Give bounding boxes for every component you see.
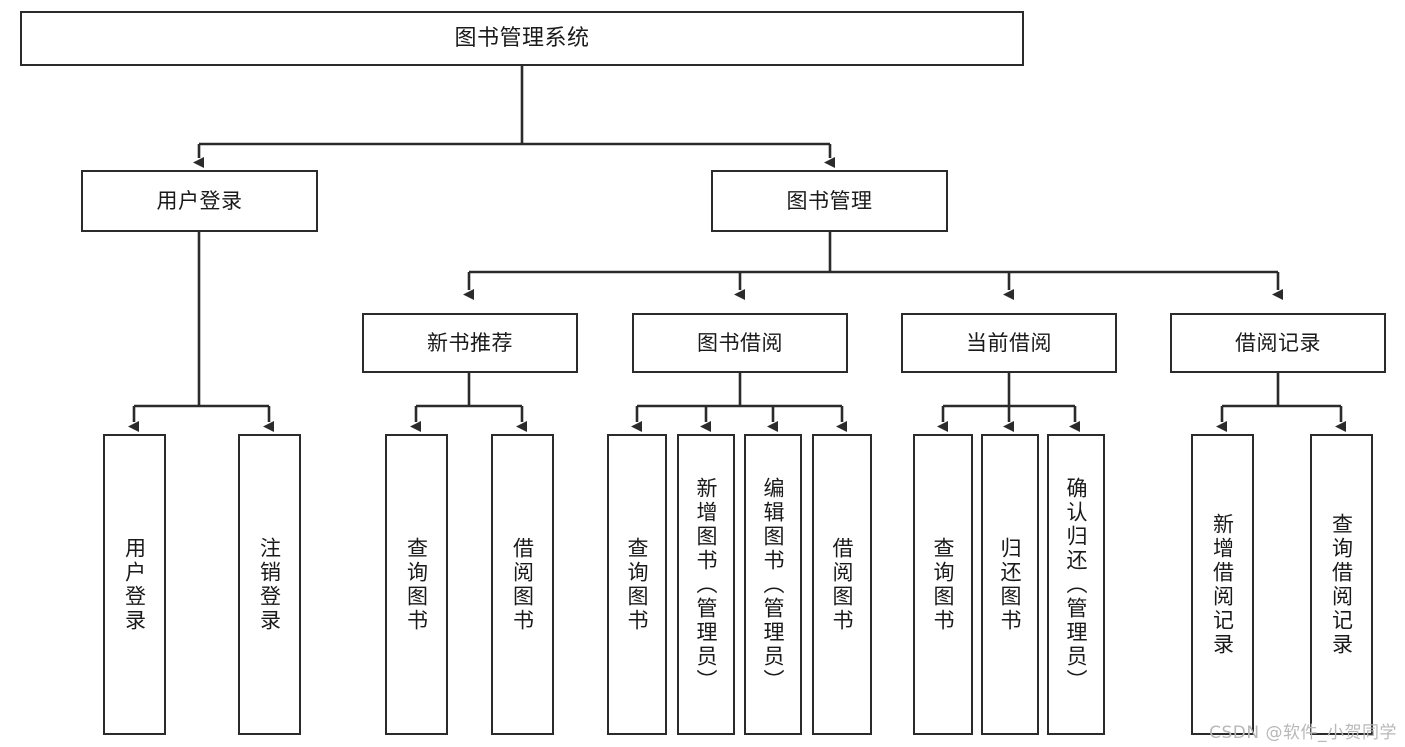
leaf-confirm-return-admin[interactable]: 确认归还（管理员） xyxy=(1047,434,1105,735)
node-label: 查询图书 xyxy=(931,536,956,633)
node-user-login[interactable]: 用户登录 xyxy=(81,170,318,232)
node-label: 注销登录 xyxy=(257,536,282,633)
node-label: 用户登录 xyxy=(156,188,243,213)
node-label: 新增借阅记录 xyxy=(1210,512,1235,657)
node-label: 查询图书 xyxy=(404,536,429,633)
node-label: 归还图书 xyxy=(998,536,1023,633)
node-label: 借阅图书 xyxy=(510,536,535,633)
node-label: 编辑图书（管理员） xyxy=(761,476,786,693)
leaf-borrow-book[interactable]: 借阅图书 xyxy=(812,434,872,735)
leaf-query-borrow-record[interactable]: 查询借阅记录 xyxy=(1310,434,1373,735)
node-borrow-record[interactable]: 借阅记录 xyxy=(1170,313,1386,373)
node-label: 新增图书（管理员） xyxy=(694,476,719,693)
node-label: 用户登录 xyxy=(122,536,147,633)
node-label: 查询图书 xyxy=(625,536,650,633)
node-new-book-recommend[interactable]: 新书推荐 xyxy=(362,313,578,373)
leaf-borrow-book-recommend[interactable]: 借阅图书 xyxy=(491,434,554,735)
leaf-edit-book-admin[interactable]: 编辑图书（管理员） xyxy=(744,434,802,735)
node-label: 确认归还（管理员） xyxy=(1064,476,1089,693)
node-label: 图书借阅 xyxy=(697,330,783,355)
node-book-management[interactable]: 图书管理 xyxy=(711,170,948,232)
node-label: 借阅记录 xyxy=(1235,330,1321,355)
leaf-return-book[interactable]: 归还图书 xyxy=(981,434,1039,735)
leaf-add-book-admin[interactable]: 新增图书（管理员） xyxy=(677,434,735,735)
node-root-book-management-system[interactable]: 图书管理系统 xyxy=(20,11,1024,66)
leaf-user-login[interactable]: 用户登录 xyxy=(103,434,166,735)
leaf-query-book-recommend[interactable]: 查询图书 xyxy=(385,434,448,735)
node-label: 图书管理系统 xyxy=(454,25,590,51)
node-label: 查询借阅记录 xyxy=(1329,512,1354,657)
node-label: 借阅图书 xyxy=(830,536,855,633)
leaf-query-book-borrow[interactable]: 查询图书 xyxy=(607,434,667,735)
node-label: 图书管理 xyxy=(786,188,873,213)
leaf-logout-login[interactable]: 注销登录 xyxy=(238,434,301,735)
leaf-add-borrow-record[interactable]: 新增借阅记录 xyxy=(1191,434,1254,735)
node-label: 新书推荐 xyxy=(427,330,513,355)
node-current-borrow[interactable]: 当前借阅 xyxy=(901,313,1117,373)
leaf-query-book-current[interactable]: 查询图书 xyxy=(913,434,973,735)
node-label: 当前借阅 xyxy=(966,330,1052,355)
watermark: CSDN @软件_小贺同学 xyxy=(1209,723,1397,743)
node-book-borrow[interactable]: 图书借阅 xyxy=(632,313,848,373)
